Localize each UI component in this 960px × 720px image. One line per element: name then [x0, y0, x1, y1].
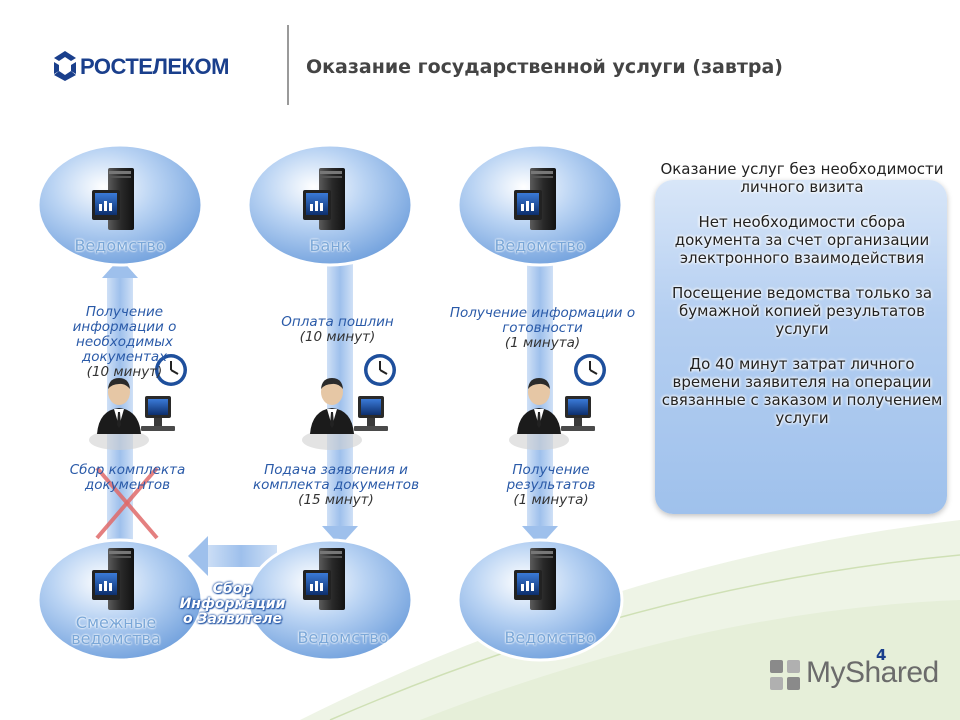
process-step-duration: (1 минута): [513, 492, 589, 508]
node-label-top-1: Ведомство: [74, 236, 166, 255]
process-step-duration: (10 минут): [299, 329, 376, 345]
process-step: Получение информации о необходимых докум…: [52, 305, 197, 380]
process-step: Оплата пошлин (10 минут): [255, 315, 420, 345]
node-label-bottom-3: Ведомство: [504, 628, 596, 647]
summary-item: Посещение ведомства только за бумажной к…: [671, 284, 933, 338]
process-step: Получение информации о готовности (1 мин…: [440, 306, 645, 351]
arrow-left-icon: [188, 536, 277, 576]
clock-icon: [573, 353, 607, 387]
process-step-duration: (10 минут): [86, 364, 163, 380]
page-title: Оказание государственной услуги (завтра): [306, 56, 783, 78]
node-bottom-3: [456, 538, 624, 662]
node-label-top-3: Ведомство: [494, 236, 586, 255]
process-step-title: Получение результатов: [506, 462, 596, 493]
process-step-title: Оплата пошлин: [281, 314, 394, 330]
logo-text: РОСТЕЛЕКОМ: [80, 54, 229, 79]
process-step: Подача заявления и комплекта документов …: [236, 463, 436, 508]
node-bottom-1: [36, 538, 204, 662]
process-step-duration: (15 минут): [298, 492, 374, 508]
page-number: 4: [876, 646, 887, 664]
watermark-icon: [770, 660, 800, 690]
summary-item: Нет необходимости сбора документа за сче…: [674, 213, 930, 267]
node-label-bottom-1: Смежные ведомства: [71, 613, 161, 648]
logo-icon: [54, 51, 76, 81]
process-step-title: Получение информации о необходимых докум…: [72, 304, 177, 365]
node-bottom-2: [246, 538, 414, 662]
clock-icon: [363, 353, 397, 387]
node-top-1: [36, 143, 204, 267]
process-step-title: Подача заявления и комплекта документов: [252, 462, 420, 493]
process-step-duration: (1 минута): [504, 335, 581, 351]
process-step-title: Сбор комплекта документов: [69, 462, 186, 493]
watermark-text: MyShared: [806, 656, 939, 689]
header-divider: [287, 25, 289, 105]
summary-text: Оказание услуг без необходимости личного…: [660, 160, 944, 444]
cross-mark-icon: [95, 466, 159, 540]
flow-diagram: [36, 143, 624, 662]
process-step: Сбор комплекта документов: [55, 463, 200, 493]
node-top-2: [246, 143, 414, 267]
process-step: Получение результатов (1 минута): [486, 463, 616, 508]
summary-item: До 40 минут затрат личного времени заяви…: [661, 355, 943, 427]
summary-item: Оказание услуг без необходимости личного…: [660, 160, 944, 196]
collect-info-label: Сбор Информации о Заявителе: [179, 581, 286, 627]
node-label-top-2: Банк: [309, 236, 351, 255]
node-label-bottom-2: Ведомство: [297, 628, 389, 647]
process-step-title: Получение информации о готовности: [449, 305, 636, 336]
node-top-3: [456, 143, 624, 267]
summary-panel: [655, 180, 947, 514]
